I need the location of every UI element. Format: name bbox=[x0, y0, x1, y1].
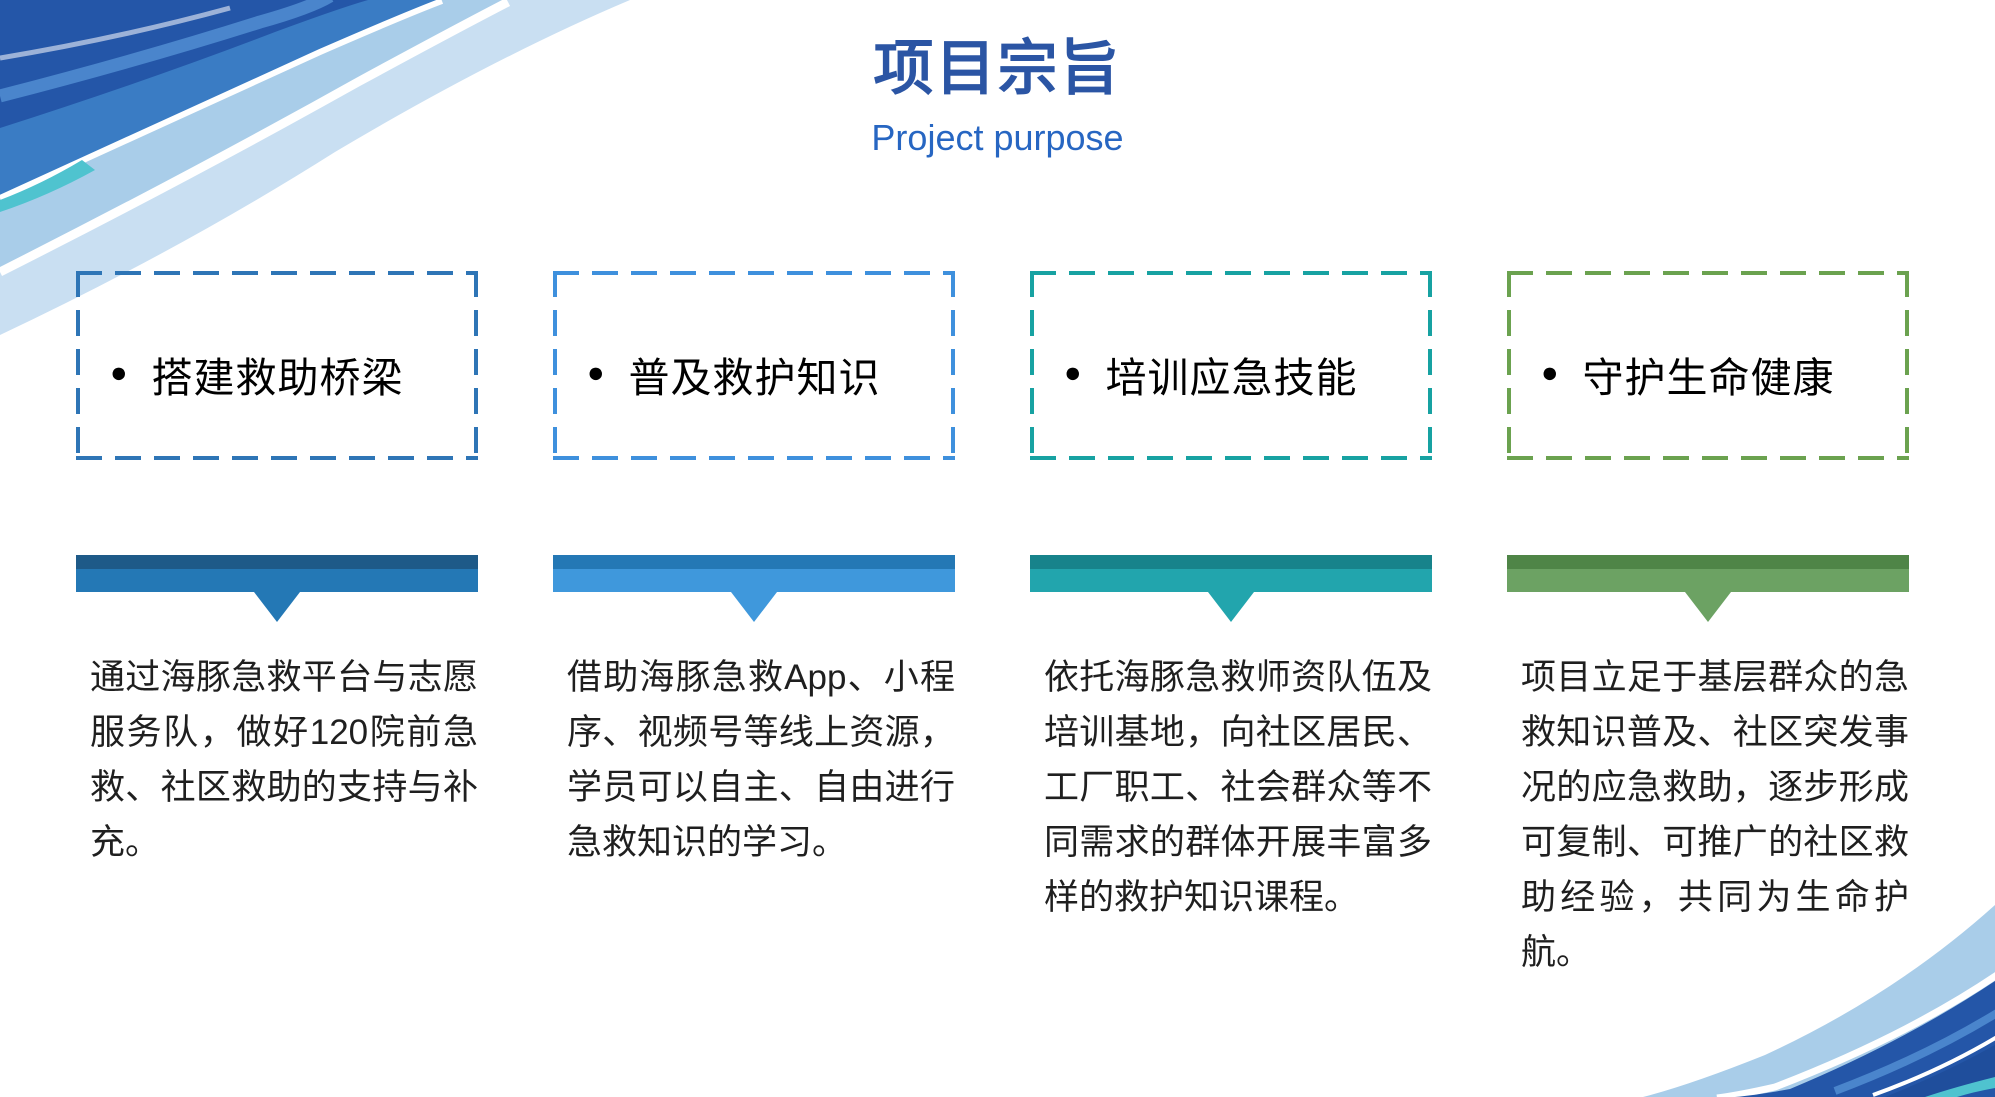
bar-stripe-dark bbox=[1030, 555, 1432, 569]
swoosh-layer-navy bbox=[1735, 981, 1995, 1097]
swoosh-teal-sliver bbox=[1925, 1077, 1995, 1097]
purpose-card-2: ● 普及救护知识 bbox=[553, 271, 955, 460]
pointer-bar bbox=[1030, 555, 1432, 622]
purpose-description: 依托海豚急救师资队伍及培训基地，向社区居民、工厂职工、社会群众等不同需求的群体开… bbox=[1044, 658, 1432, 917]
swoosh-layer-dark-wedge bbox=[1957, 1088, 1995, 1097]
swoosh-streak bbox=[1833, 1009, 1995, 1095]
purpose-card-4: ● 守护生命健康 bbox=[1507, 271, 1909, 460]
purpose-column-4: ● 守护生命健康 项目立足于基层群众的急救知识普及、社区突发事况的应急救助，逐步… bbox=[1507, 271, 1909, 980]
purpose-columns: ● 搭建救助桥梁 通过海豚急救平台与志愿服务队，做好120院前急救、社区救助的支… bbox=[76, 271, 1995, 980]
purpose-column-3: ● 培训应急技能 依托海豚急救师资队伍及培训基地，向社区居民、工厂职工、社会群众… bbox=[1030, 271, 1432, 980]
pointer-bar bbox=[76, 555, 478, 622]
bullet-icon: ● bbox=[1064, 357, 1082, 389]
pointer-bar bbox=[1507, 555, 1909, 622]
purpose-card-1: ● 搭建救助桥梁 bbox=[76, 271, 478, 460]
bar-stripe-dark bbox=[76, 555, 478, 569]
purpose-heading: 搭建救助桥梁 bbox=[151, 354, 404, 401]
bar-stripe-light bbox=[76, 569, 478, 592]
purpose-column-1: ● 搭建救助桥梁 通过海豚急救平台与志愿服务队，做好120院前急救、社区救助的支… bbox=[76, 271, 478, 980]
down-pointer-icon bbox=[731, 592, 777, 622]
bullet-icon: ● bbox=[587, 357, 605, 389]
page-subtitle: Project purpose bbox=[871, 117, 1124, 158]
page-title: 项目宗旨 bbox=[873, 35, 1122, 102]
pointer-bar bbox=[553, 555, 955, 622]
swoosh-teal-sliver bbox=[0, 160, 95, 212]
bar-stripe-dark bbox=[1507, 555, 1909, 569]
purpose-column-2: ● 普及救护知识 借助海豚急救App、小程序、视频号等线上资源，学员可以自主、自… bbox=[553, 271, 955, 980]
header: 项目宗旨 Project purpose bbox=[0, 34, 1995, 159]
down-pointer-icon bbox=[1685, 592, 1731, 622]
purpose-card-3: ● 培训应急技能 bbox=[1030, 271, 1432, 460]
bar-stripe-light bbox=[1030, 569, 1432, 592]
down-pointer-icon bbox=[254, 592, 300, 622]
bullet-icon: ● bbox=[110, 357, 128, 389]
bar-stripe-light bbox=[553, 569, 955, 592]
bar-stripe-light bbox=[1507, 569, 1909, 592]
purpose-heading: 普及救护知识 bbox=[628, 354, 881, 401]
purpose-description: 借助海豚急救App、小程序、视频号等线上资源，学员可以自主、自由进行急救知识的学… bbox=[567, 658, 955, 862]
purpose-description: 项目立足于基层群众的急救知识普及、社区突发事况的应急救助，逐步形成可复制、可推广… bbox=[1521, 658, 1909, 972]
down-pointer-icon bbox=[1208, 592, 1254, 622]
purpose-description: 通过海豚急救平台与志愿服务队，做好120院前急救、社区救助的支持与补充。 bbox=[90, 658, 478, 862]
purpose-heading: 守护生命健康 bbox=[1582, 354, 1835, 401]
bar-stripe-dark bbox=[553, 555, 955, 569]
bullet-icon: ● bbox=[1541, 357, 1559, 389]
swoosh-layer-deep-navy bbox=[1885, 1045, 1995, 1097]
swoosh-gap-arc bbox=[1716, 972, 1995, 1097]
purpose-heading: 培训应急技能 bbox=[1105, 354, 1358, 401]
swoosh-gap-arc bbox=[1872, 1035, 1995, 1097]
